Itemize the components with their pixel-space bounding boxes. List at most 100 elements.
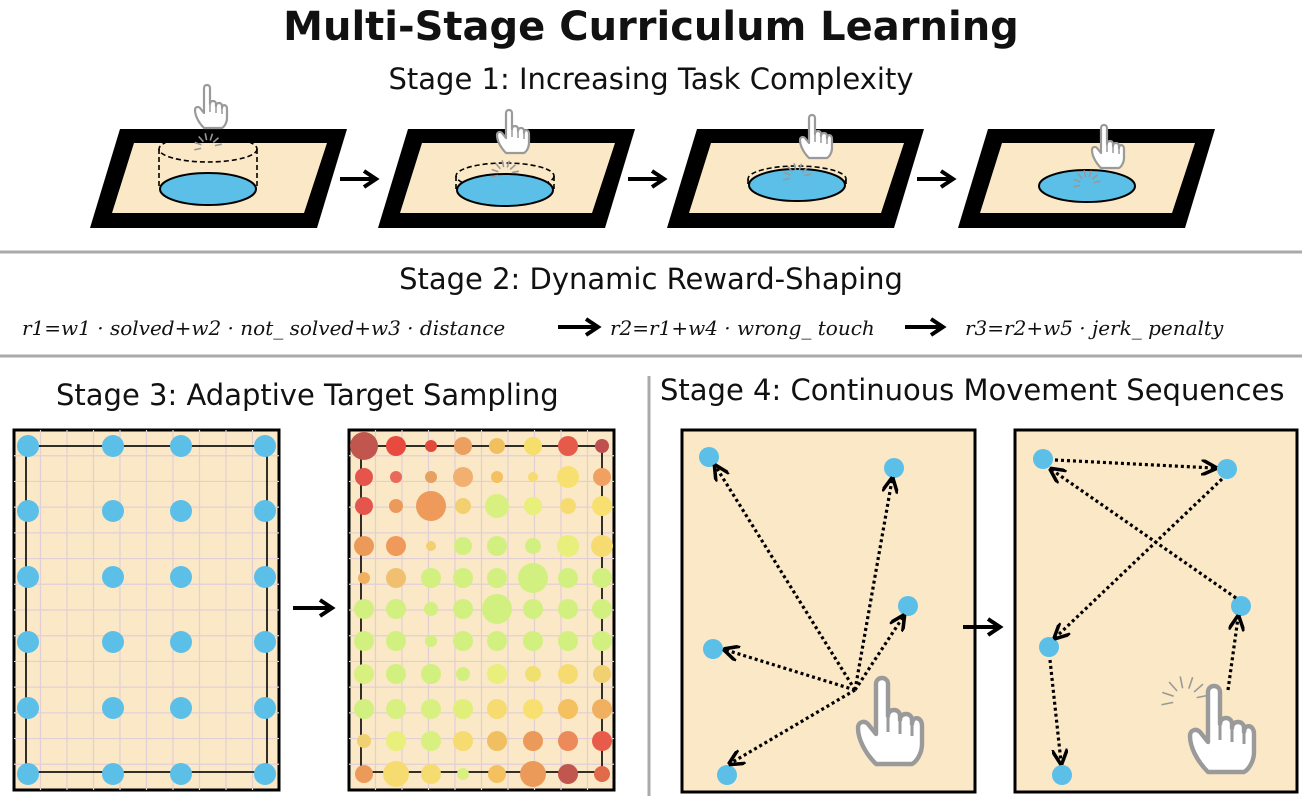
target-circle-icon (17, 566, 39, 588)
target-circle-icon (748, 168, 846, 202)
sampling-weight-marker (424, 602, 438, 616)
main-title: Multi-Stage Curriculum Learning (283, 4, 1019, 50)
sampling-weight-marker (558, 436, 578, 456)
target-circle-icon (170, 697, 192, 719)
sampling-weight-marker (453, 568, 473, 588)
sampling-weight-marker (421, 664, 441, 684)
sampling-weight-marker (421, 731, 441, 751)
target-circle-icon (717, 765, 737, 785)
sampling-weight-marker (525, 538, 541, 554)
sampling-weight-marker (523, 699, 543, 719)
sampling-weight-marker (528, 472, 538, 482)
target-circle-icon (170, 500, 192, 522)
sampling-weight-marker (383, 761, 409, 787)
arrow-right-icon (293, 598, 336, 618)
stage2-label: Stage 2: Dynamic Reward-Shaping (399, 262, 903, 296)
sampling-weight-marker (558, 631, 578, 651)
stage1-board (378, 108, 668, 228)
target-circle-icon (254, 763, 276, 785)
sampling-weight-marker (591, 535, 613, 557)
sampling-weight-marker (523, 599, 543, 619)
sampling-weight-marker (425, 440, 437, 452)
uniform-grid-board (12, 428, 281, 792)
sampling-weight-marker (485, 494, 509, 518)
sampling-weight-marker (355, 468, 373, 486)
reward-equation-3: r3=r2+w5 · jerk_ penalty (965, 316, 1224, 340)
target-circle-icon (456, 173, 554, 207)
arrow-right-icon (905, 317, 947, 337)
sampling-weight-marker (386, 599, 406, 619)
sampling-weight-marker (355, 497, 373, 515)
target-circle-icon (170, 435, 192, 457)
target-circle-icon (170, 631, 192, 653)
sampling-weight-marker (454, 437, 472, 455)
sampling-weight-marker (593, 665, 611, 683)
target-circle-icon (17, 435, 39, 457)
movement-arrow (1048, 659, 1061, 762)
sampling-weight-marker (482, 594, 512, 624)
target-circle-icon (159, 172, 257, 206)
sampling-weight-marker (491, 471, 503, 483)
sampling-weight-marker (354, 599, 374, 619)
target-circle-icon (170, 566, 192, 588)
sampling-weight-marker (421, 764, 441, 784)
hand-pointer-icon (798, 113, 834, 160)
hand-pointer-icon (495, 108, 531, 155)
sampling-weight-marker (425, 471, 437, 483)
movement-arrow (726, 650, 856, 692)
sampling-weight-marker (592, 699, 612, 719)
sampling-weight-marker (487, 664, 507, 684)
sampling-weight-marker (558, 699, 578, 719)
sampling-weight-marker (558, 764, 578, 784)
sampling-weight-marker (457, 768, 469, 780)
sampling-weight-marker (592, 631, 612, 651)
stage1-label: Stage 1: Increasing Task Complexity (388, 62, 914, 96)
sampling-weight-marker (354, 631, 374, 651)
target-circle-icon (102, 500, 124, 522)
sampling-weight-marker (421, 699, 441, 719)
sampling-weight-marker (592, 496, 612, 516)
sampling-weight-marker (386, 664, 406, 684)
target-circle-icon (699, 447, 719, 467)
sampling-weight-marker (592, 568, 612, 588)
movement-arrow (853, 617, 903, 691)
sampling-weight-marker (487, 568, 507, 588)
sampling-weight-marker (594, 766, 610, 782)
sampling-weight-marker (595, 439, 609, 453)
touch-spark-icon (1073, 170, 1101, 188)
sampling-weight-marker (453, 599, 473, 619)
sampling-weight-marker (525, 666, 541, 682)
arrow-right-icon (558, 317, 602, 337)
sampling-weight-marker (558, 731, 578, 751)
sampling-weight-marker (453, 731, 473, 751)
target-circle-icon (884, 458, 904, 478)
target-circle-icon (1052, 765, 1072, 785)
sampling-weight-marker (487, 536, 507, 556)
target-circle-icon (17, 763, 39, 785)
sampling-weight-marker (386, 631, 406, 651)
sampling-weight-marker (357, 734, 371, 748)
movement-arrow (1054, 458, 1214, 468)
reward-equation-1: r1=w1 · solved+w2 · not_ solved+w3 · dis… (22, 316, 506, 340)
sampling-weight-marker (593, 468, 611, 486)
sampling-weight-marker (389, 499, 403, 513)
sampling-weight-marker (558, 599, 578, 619)
sampling-weight-marker (358, 572, 370, 584)
arrow-right-icon (917, 169, 957, 189)
sampling-weight-marker (487, 731, 507, 751)
sampling-weight-marker (350, 432, 378, 460)
movement-arrow (1226, 618, 1238, 691)
stage3-label: Stage 3: Adaptive Target Sampling (56, 378, 559, 412)
sampling-weight-marker (557, 466, 579, 488)
adaptive-grid-board (347, 428, 616, 792)
arrow-right-icon (340, 169, 380, 189)
movement-arrow (1056, 477, 1224, 637)
sampling-weight-marker (520, 761, 546, 787)
sampling-weight-marker (455, 498, 471, 514)
sampling-weight-marker (386, 536, 406, 556)
touch-spark-icon (783, 163, 811, 181)
sampling-weight-marker (524, 497, 542, 515)
sampling-weight-marker (390, 471, 402, 483)
sampling-weight-marker (456, 667, 470, 681)
